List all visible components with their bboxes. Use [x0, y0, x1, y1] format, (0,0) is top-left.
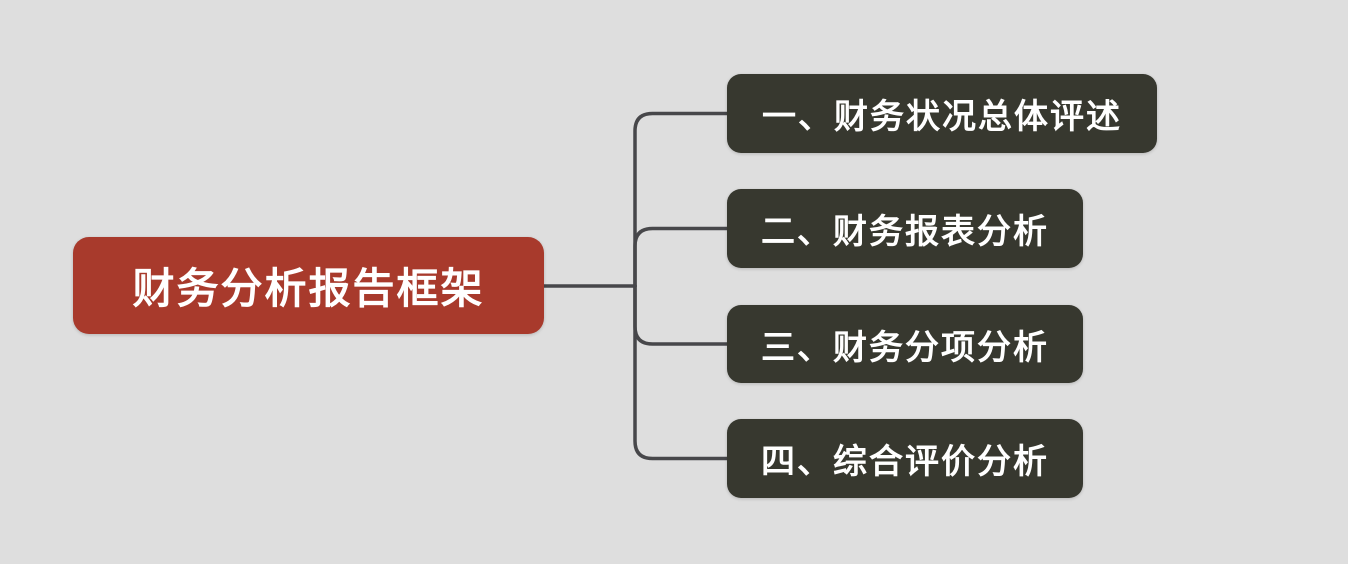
child-node-label: 四、综合评价分析 — [761, 443, 1049, 481]
connector-branch-3 — [633, 284, 729, 346]
child-node-label: 三、财务分项分析 — [761, 328, 1049, 367]
connector-branch-4 — [633, 284, 729, 461]
connector-branch-2 — [633, 226, 729, 288]
child-node-1[interactable]: 一、财务状况总体评述 — [727, 74, 1157, 153]
child-node-2[interactable]: 二、财务报表分析 — [727, 189, 1083, 268]
root-node[interactable]: 财务分析报告框架 — [73, 237, 544, 334]
child-node-4[interactable]: 四、综合评价分析 — [727, 419, 1083, 498]
child-node-3[interactable]: 三、财务分项分析 — [727, 305, 1083, 383]
child-node-label: 二、财务报表分析 — [761, 213, 1049, 251]
child-node-label: 一、财务状况总体评述 — [762, 98, 1122, 136]
root-node-label: 财务分析报告框架 — [132, 265, 485, 312]
connector-branch-1 — [633, 111, 729, 288]
